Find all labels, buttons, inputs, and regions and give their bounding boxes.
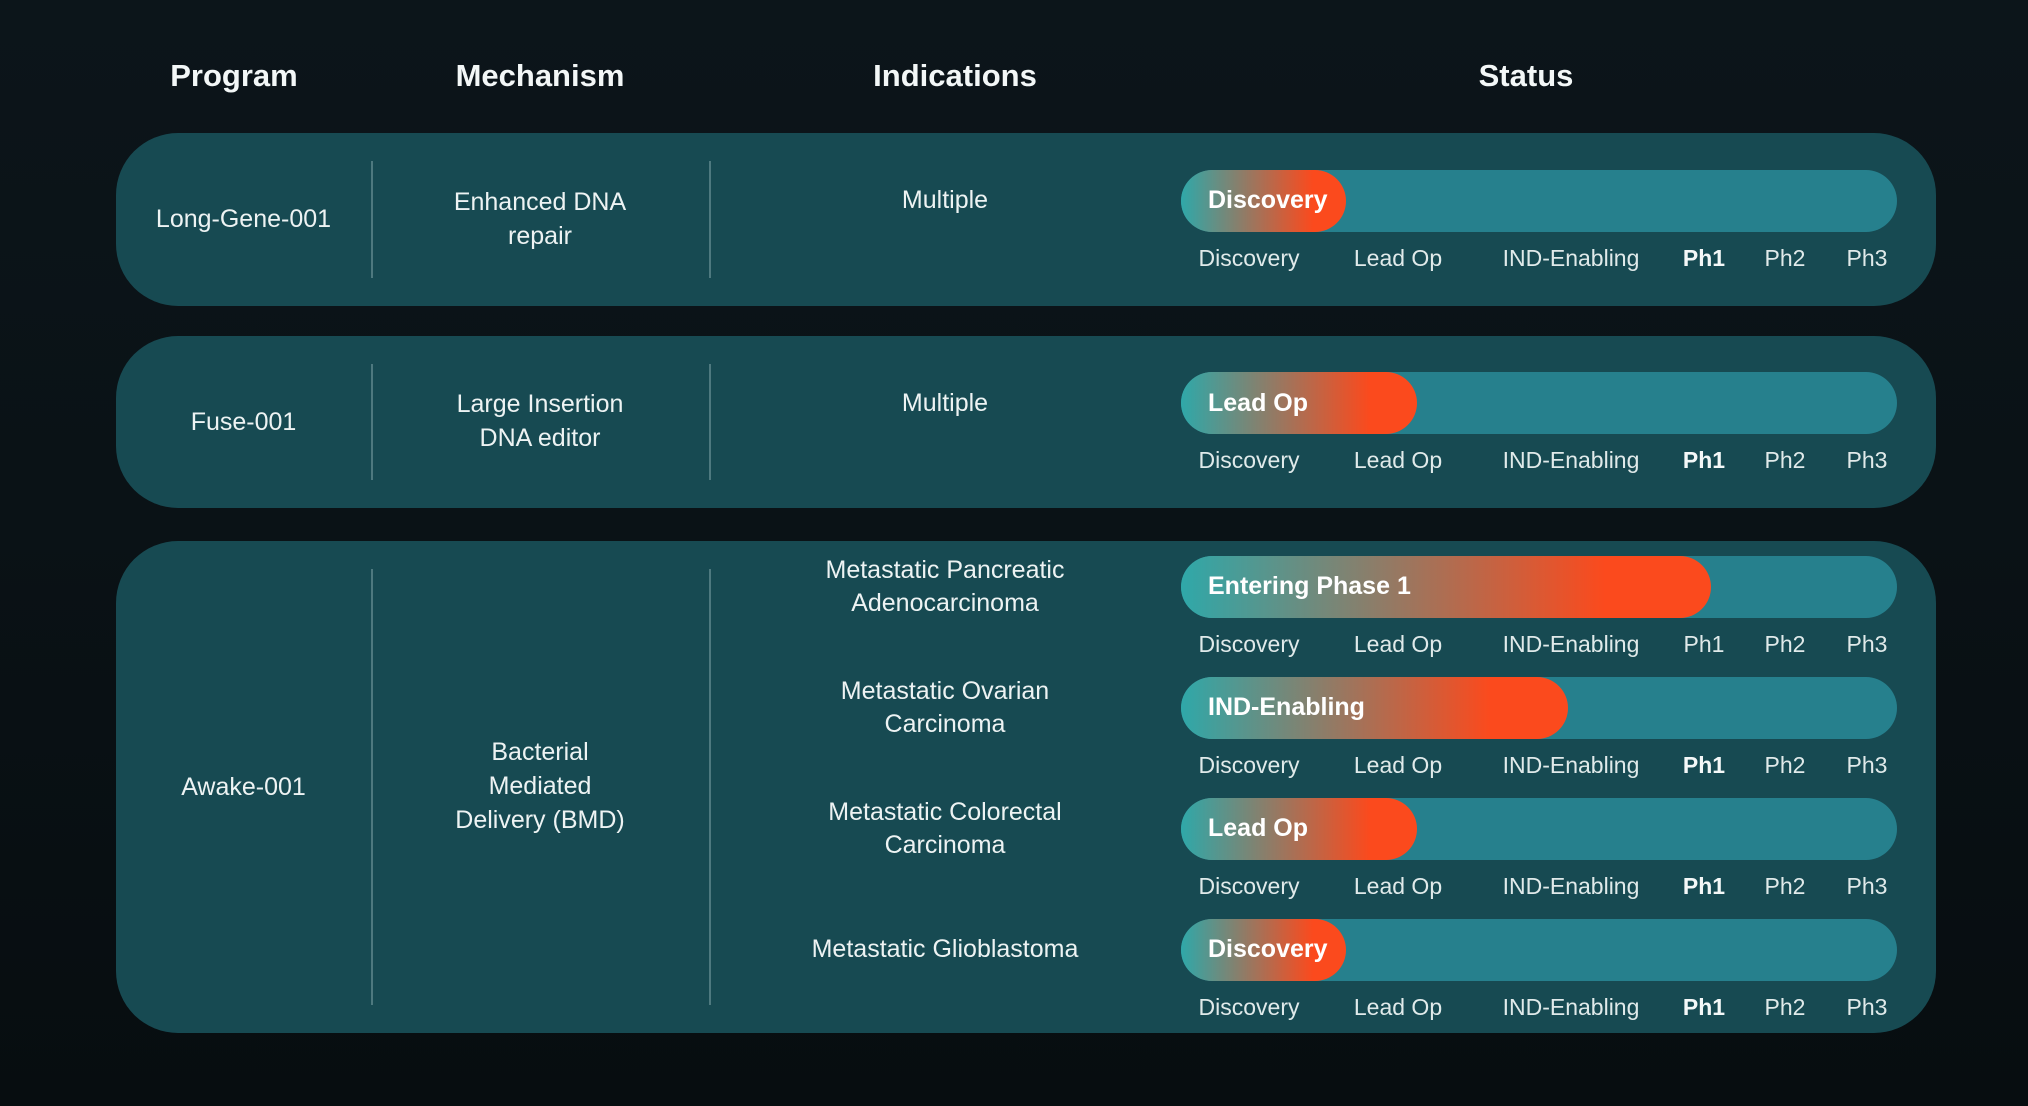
stage-ticks: Discovery Lead Op IND-Enabling Ph1 Ph2 Ph3: [1181, 993, 1897, 1021]
stage-tick-ph1: Ph1: [1682, 993, 1726, 1020]
mechanism-label: Enhanced DNA repair: [453, 187, 627, 250]
stage-tick-discovery: Discovery: [1198, 993, 1300, 1020]
stage-tick-lead-op: Lead Op: [1353, 872, 1443, 899]
stage-ticks: Discovery Lead Op IND-Enabling Ph1 Ph2 Ph3: [1181, 244, 1897, 272]
stage-tick-discovery: Discovery: [1198, 244, 1300, 271]
column-divider: [709, 569, 711, 1005]
stage-tick-ph1: Ph1: [1682, 447, 1726, 473]
stage-tick-lead-op: Lead Op: [1353, 244, 1443, 271]
pipeline-row: Metastatic Pancreatic Adenocarcinoma Ente…: [709, 555, 1897, 658]
column-divider: [371, 364, 373, 480]
status-pill: Discovery: [1181, 169, 1346, 232]
stage-tick-ph2: Ph2: [1764, 872, 1806, 899]
program-card-long-gene-001: Long-Gene-001 Enhanced DNA repair Multiple…: [116, 133, 1936, 306]
indication-label: Metastatic Colorectal Carcinoma: [828, 797, 1062, 859]
stage-tick-discovery: Discovery: [1198, 751, 1300, 778]
column-divider: [371, 569, 373, 1005]
status-track: Entering Phase 1: [1181, 555, 1897, 618]
indication-label: Multiple: [901, 388, 989, 417]
column-divider: [709, 364, 711, 480]
stage-tick-ph3: Ph3: [1846, 447, 1888, 473]
column-divider: [371, 161, 373, 278]
stage-tick-ph1: Ph1: [1682, 872, 1726, 899]
indication-label: Metastatic Pancreatic Adenocarcinoma: [825, 555, 1065, 617]
pipeline-entries: Metastatic Pancreatic Adenocarcinoma Ente…: [709, 541, 1897, 1033]
mechanism-label: Bacterial Mediated Delivery (BMD): [455, 738, 625, 834]
indication-label: Metastatic Glioblastoma: [811, 935, 1079, 963]
status-track: Discovery: [1181, 169, 1897, 232]
stage-tick-ph3: Ph3: [1846, 751, 1888, 778]
stage-tick-ph2: Ph2: [1764, 630, 1806, 657]
status-pill: Lead Op: [1181, 797, 1418, 860]
stage-tick-discovery: Discovery: [1198, 630, 1300, 657]
indication-label: Metastatic Ovarian Carcinoma: [840, 676, 1050, 738]
status-track: Discovery: [1181, 918, 1897, 981]
program-name: Fuse-001: [190, 407, 297, 436]
mechanism-label: Large Insertion DNA editor: [456, 390, 624, 452]
stage-tick-ind-enabling: IND-Enabling: [1502, 244, 1640, 271]
status-pill: IND-Enabling: [1181, 676, 1568, 739]
status-cell: Lead Op Discovery Lead Op IND-Enabling Ph1 Ph…: [1181, 797, 1897, 900]
status-pill: Lead Op: [1181, 372, 1418, 434]
stage-tick-ph3: Ph3: [1846, 993, 1888, 1020]
stage-ticks: Discovery Lead Op IND-Enabling Ph1 Ph2 Ph3: [1181, 751, 1897, 779]
stage-ticks: Discovery Lead Op IND-Enabling Ph1 Ph2 Ph3: [1181, 630, 1897, 658]
stage-tick-ph3: Ph3: [1846, 872, 1888, 899]
stage-tick-ind-enabling: IND-Enabling: [1502, 447, 1640, 473]
stage-tick-ph2: Ph2: [1764, 447, 1806, 473]
program-card-awake-001: Awake-001 Bacterial Mediated Delivery (BM…: [116, 541, 1936, 1033]
status-cell: Lead Op Discovery Lead Op IND-Enabling Ph1 Ph…: [1181, 372, 1897, 474]
stage-tick-discovery: Discovery: [1198, 872, 1300, 899]
header-indications: Indications: [873, 58, 1037, 93]
program-name: Awake-001: [181, 772, 306, 801]
stage-tick-ph1: Ph1: [1683, 630, 1725, 657]
header-status: Status: [1478, 58, 1574, 93]
stage-tick-ph1: Ph1: [1682, 751, 1726, 778]
stage-tick-ph3: Ph3: [1846, 630, 1888, 657]
stage-tick-lead-op: Lead Op: [1353, 630, 1443, 657]
status-cell: Entering Phase 1 Discovery Lead Op IND-Enab…: [1181, 555, 1897, 658]
stage-tick-lead-op: Lead Op: [1353, 447, 1443, 473]
stage-tick-ph2: Ph2: [1764, 751, 1806, 778]
stage-tick-ind-enabling: IND-Enabling: [1502, 751, 1640, 778]
status-track: Lead Op: [1181, 797, 1897, 860]
stage-tick-ph2: Ph2: [1764, 993, 1806, 1020]
stage-ticks: Discovery Lead Op IND-Enabling Ph1 Ph2 Ph3: [1181, 872, 1897, 900]
stage-tick-lead-op: Lead Op: [1353, 751, 1443, 778]
header-mechanism: Mechanism: [455, 58, 625, 93]
stage-tick-discovery: Discovery: [1198, 447, 1300, 473]
stage-tick-ph3: Ph3: [1846, 244, 1888, 271]
status-pill: Discovery: [1181, 918, 1346, 981]
stage-tick-ph1: Ph1: [1682, 244, 1726, 271]
stage-tick-ind-enabling: IND-Enabling: [1502, 872, 1640, 899]
stage-tick-ind-enabling: IND-Enabling: [1502, 630, 1640, 657]
status-pill: Entering Phase 1: [1181, 555, 1711, 618]
stage-tick-ph2: Ph2: [1764, 244, 1806, 271]
header-program: Program: [170, 58, 298, 93]
stage-tick-lead-op: Lead Op: [1353, 993, 1443, 1020]
program-name: Long-Gene-001: [155, 205, 332, 233]
stage-ticks: Discovery Lead Op IND-Enabling Ph1 Ph2 Ph3: [1181, 446, 1897, 474]
status-track: Lead Op: [1181, 372, 1897, 434]
column-divider: [709, 161, 711, 278]
status-track: IND-Enabling: [1181, 676, 1897, 739]
stage-tick-ind-enabling: IND-Enabling: [1502, 993, 1640, 1020]
program-card-fuse-001: Fuse-001 Large Insertion DNA editor Multip…: [116, 336, 1936, 508]
indication-label: Multiple: [901, 186, 989, 214]
